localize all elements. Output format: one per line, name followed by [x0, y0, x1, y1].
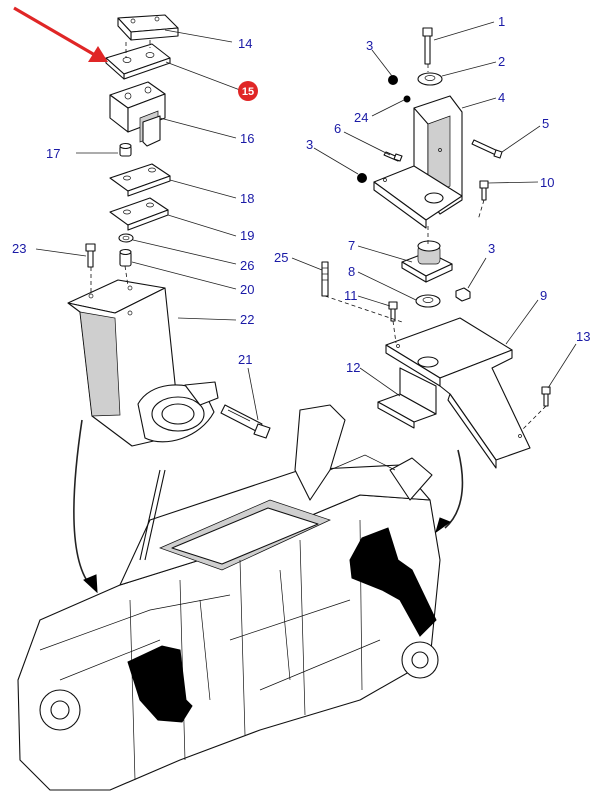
right-bracket-assembly [321, 27, 551, 469]
callout-16: 16 [240, 131, 254, 146]
part-22-mount-bracket [67, 279, 219, 447]
highlight-arrow [13, 6, 108, 62]
callout-3-mid: 3 [306, 137, 313, 152]
callout-5: 5 [542, 116, 549, 131]
callout-10: 10 [540, 175, 554, 190]
left-mount-silhouette [127, 645, 193, 723]
callout-7: 7 [348, 238, 355, 253]
callout-18: 18 [240, 191, 254, 206]
part-4-bracket [373, 95, 463, 229]
callout-14: 14 [238, 36, 252, 51]
callout-3-low: 3 [488, 241, 495, 256]
part-9-bracket [385, 317, 531, 469]
callout-9: 9 [540, 288, 547, 303]
part-15-plate [105, 43, 171, 80]
part-10-bolt [479, 180, 489, 201]
part-3-nut-low [455, 287, 471, 302]
part-1-bolt [422, 27, 433, 65]
part-14-pad [117, 14, 179, 41]
callout-12: 12 [346, 360, 360, 375]
left-bracket-assembly [67, 14, 271, 447]
part-24-nut [403, 95, 411, 103]
part-2-washer [417, 72, 443, 86]
part-13-bolt [541, 386, 551, 407]
part-21-bolt [220, 404, 271, 439]
part-23-bolt [85, 243, 96, 268]
leader-lines [35, 21, 577, 421]
part-3-nut-mid [357, 173, 367, 183]
callout-24: 24 [354, 110, 368, 125]
callout-15-badge [238, 81, 258, 101]
callout-2: 2 [498, 54, 505, 69]
part-20-nut [119, 248, 132, 267]
callout-3-top: 3 [366, 38, 373, 53]
callout-19: 19 [240, 228, 254, 243]
callout-1: 1 [498, 14, 505, 29]
callout-25: 25 [274, 250, 288, 265]
part-18-plate [109, 163, 171, 197]
callout-4: 4 [498, 90, 505, 105]
part-11-bolt [388, 301, 398, 322]
part-5-bolt [471, 139, 503, 159]
callout-21: 21 [238, 352, 252, 367]
part-12-bracket [377, 367, 437, 429]
callout-11: 11 [344, 288, 358, 303]
callout-22: 22 [240, 312, 254, 327]
part-16-bracket [109, 81, 166, 147]
callout-17: 17 [46, 146, 60, 161]
callout-26: 26 [240, 258, 254, 273]
part-25-stud [321, 261, 329, 297]
assembly-arrows [73, 419, 464, 594]
part-19-plate [109, 197, 169, 231]
part-3-nut-top [388, 75, 398, 85]
callout-20: 20 [240, 282, 254, 297]
part-7-mount [401, 240, 453, 283]
part-8-washer [415, 294, 441, 308]
callout-6: 6 [334, 121, 341, 136]
callout-8: 8 [348, 264, 355, 279]
callout-labels: 14 15 16 17 18 19 26 20 23 22 21 1 2 3 4… [12, 14, 590, 375]
callout-23: 23 [12, 241, 26, 256]
callout-15: 15 [242, 86, 254, 98]
part-17-spacer [119, 142, 132, 157]
part-26-washer [118, 233, 134, 243]
transmission-housing [17, 404, 441, 791]
callout-13: 13 [576, 329, 590, 344]
right-mount-silhouette [349, 527, 437, 637]
